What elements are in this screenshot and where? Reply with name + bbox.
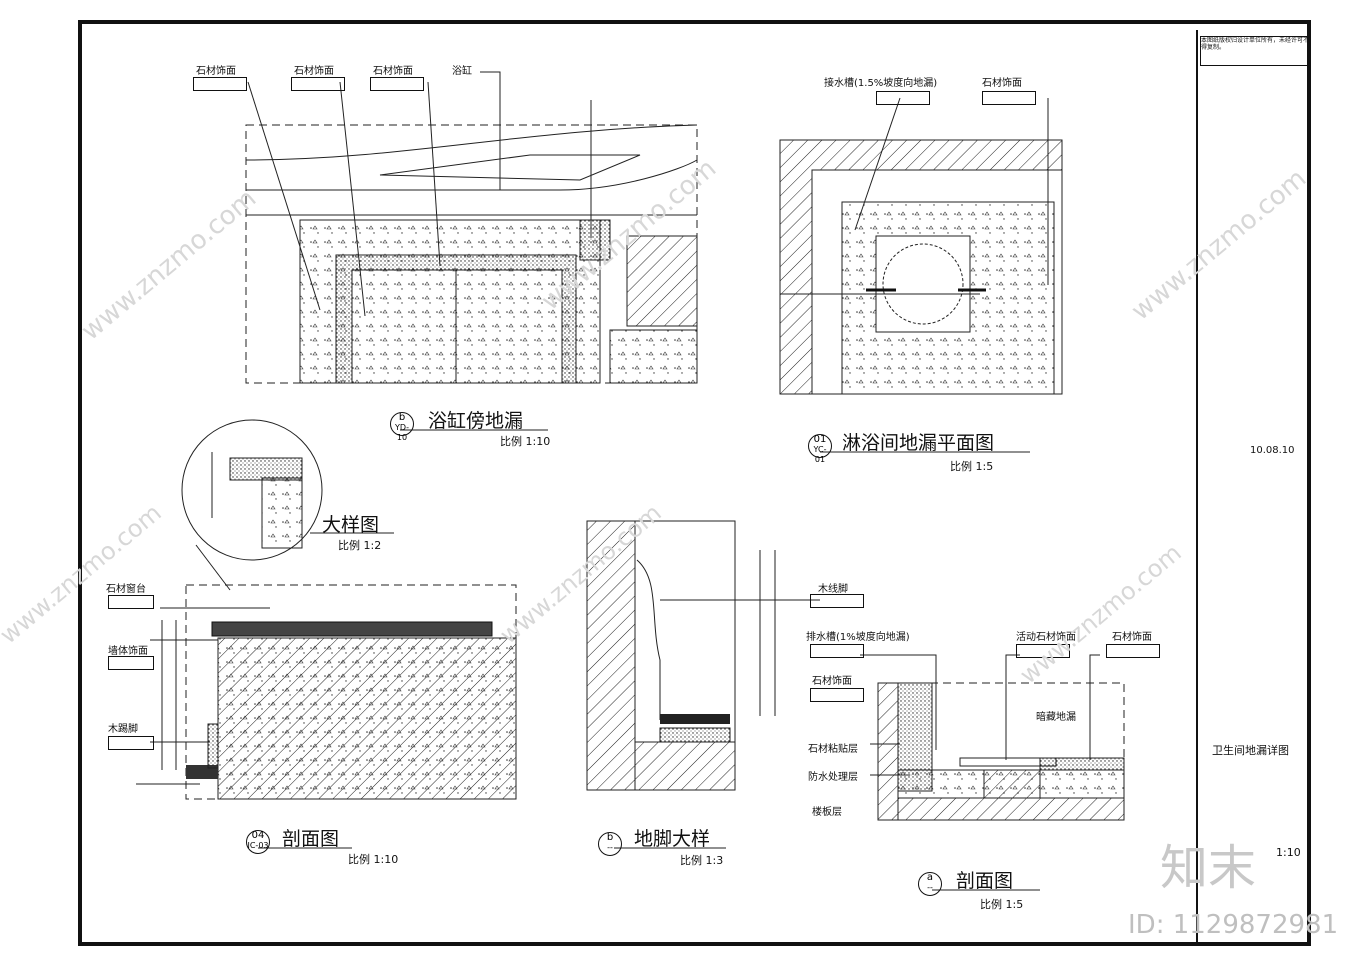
title-detail: 大样图 xyxy=(322,514,380,536)
label-bathtub: 浴缸 xyxy=(452,66,472,77)
label-stone-bond: 石材粘贴层 xyxy=(808,744,858,755)
title-underlines xyxy=(258,429,1040,891)
ref-tag xyxy=(1016,644,1070,658)
watermark-id: ID: 1129872981 xyxy=(1128,910,1339,940)
section-left xyxy=(136,584,517,800)
ref-tag xyxy=(876,91,930,105)
label-hidden-drain: 暗藏地漏 xyxy=(1036,712,1076,723)
watermark-brand: 知末 xyxy=(1160,840,1257,896)
label-stone-2: 石材饰面 xyxy=(294,66,334,77)
ref-tag xyxy=(810,594,864,608)
shower-drain-plan xyxy=(779,97,1063,395)
scale-section-right: 比例 1:5 xyxy=(980,898,1024,911)
scale-shower-drain: 比例 1:5 xyxy=(950,460,994,473)
label-wood-skirt: 木踢脚 xyxy=(108,724,138,735)
titleblock-scale: 1:10 xyxy=(1276,846,1301,859)
titleblock-note: 本图纸版权归设计单位所有，未经许可不得复制。 xyxy=(1200,36,1310,66)
ref-tag xyxy=(810,644,864,658)
title-floor-foot: 地脚大样 xyxy=(634,828,711,850)
callout-section-right: a-- xyxy=(918,872,942,896)
ref-tag xyxy=(291,77,345,91)
ref-tag xyxy=(108,595,154,609)
title-shower-drain: 淋浴间地漏平面图 xyxy=(842,432,995,454)
detail-callout xyxy=(181,419,323,591)
ref-tag xyxy=(1106,644,1160,658)
title-section-right: 剖面图 xyxy=(956,870,1014,892)
bath-drain-plan xyxy=(245,124,698,384)
floor-foot-detail xyxy=(586,520,820,791)
ref-tag xyxy=(108,656,154,670)
label-drain-trough-2: 排水槽(1%坡度向地漏) xyxy=(806,632,910,643)
title-block xyxy=(1196,30,1310,942)
ref-tag xyxy=(370,77,424,91)
label-wall-paint: 墙体饰面 xyxy=(108,646,148,657)
label-movable-stone: 活动石材饰面 xyxy=(1016,632,1076,643)
titleblock-drawing-name: 卫生间地漏详图 xyxy=(1212,744,1289,757)
label-floor-slab: 楼板层 xyxy=(812,807,842,818)
ref-tag xyxy=(193,77,247,91)
label-stone-3: 石材饰面 xyxy=(373,66,413,77)
label-stone-face-2: 石材饰面 xyxy=(1112,632,1152,643)
scale-section-left: 比例 1:10 xyxy=(348,853,399,866)
title-bath-drain: 浴缸傍地漏 xyxy=(428,410,524,432)
label-stone-layer: 石材饰面 xyxy=(812,676,852,687)
ref-tag xyxy=(982,91,1036,105)
label-drain-trough: 接水槽(1.5%坡度向地漏) xyxy=(824,78,938,89)
label-wood-line: 木线脚 xyxy=(818,584,848,595)
scale-floor-foot: 比例 1:3 xyxy=(680,854,724,867)
callout-floor-foot: b-- xyxy=(598,832,622,856)
section-right xyxy=(860,654,1125,821)
title-section-left: 剖面图 xyxy=(282,828,340,850)
label-stone-sill: 石材窗台 xyxy=(106,584,146,595)
label-stone-1: 石材饰面 xyxy=(196,66,236,77)
ref-tag xyxy=(108,736,154,750)
label-stone-face: 石材饰面 xyxy=(982,78,1022,89)
scale-bath-drain: 比例 1:10 xyxy=(500,435,551,448)
titleblock-date: 10.08.10 xyxy=(1250,445,1295,456)
bath-drain-leaders xyxy=(247,71,592,317)
scale-detail: 比例 1:2 xyxy=(338,539,382,552)
ref-tag xyxy=(810,688,864,702)
label-waterproof: 防水处理层 xyxy=(808,772,858,783)
